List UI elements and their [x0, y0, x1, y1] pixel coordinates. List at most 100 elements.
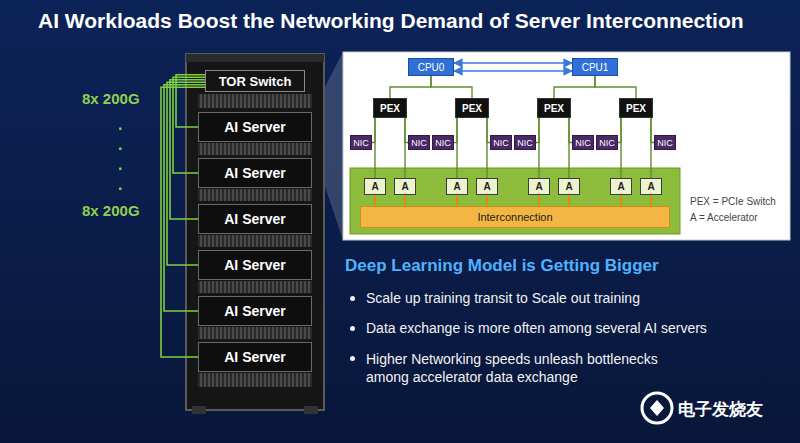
node-text: Interconnection	[477, 211, 552, 223]
connector-line	[404, 118, 405, 178]
connector-line	[390, 76, 431, 98]
connector-line	[374, 195, 376, 206]
server-box: AI Server	[198, 250, 312, 280]
accelerator-box: A	[364, 178, 386, 195]
node-text: PEX	[462, 103, 482, 114]
pcie-switch-box: PEX	[619, 98, 653, 118]
node-text: AI Server	[224, 119, 285, 135]
node-text: NIC	[575, 138, 591, 148]
rack-vents	[198, 373, 312, 387]
connector-line	[620, 195, 622, 206]
title: AI Workloads Boost the Networking Demand…	[38, 9, 744, 33]
bullet-text: Data exchange is more often among severa…	[366, 320, 776, 336]
connector-line	[538, 195, 540, 206]
connector-line	[595, 76, 636, 98]
connector-line	[431, 76, 472, 98]
nic-box: NIC	[572, 135, 594, 150]
rack-vents	[198, 327, 312, 339]
accelerator-box: A	[640, 178, 662, 195]
node-text: AI Server	[224, 303, 285, 319]
node-text: AI Server	[224, 349, 285, 365]
nic-box: NIC	[596, 135, 618, 150]
server-box: AI Server	[198, 342, 312, 372]
connector-line	[486, 118, 487, 178]
node-text: NIC	[435, 138, 451, 148]
switch-box: TOR Switch	[205, 70, 305, 92]
link-speed: 8x 200G	[82, 90, 140, 107]
accelerator-board	[350, 168, 680, 234]
pcie-switch-box: PEX	[373, 98, 407, 118]
bullet-dot	[350, 326, 355, 331]
node-text: PEX	[380, 103, 400, 114]
connector-line	[650, 118, 651, 178]
node-text: A	[453, 181, 460, 192]
legend-note: PEX = PCIe Switch	[690, 196, 776, 207]
pcie-switch-box: PEX	[537, 98, 571, 118]
node-text: AI Server	[224, 257, 285, 273]
connector-line	[486, 195, 488, 206]
node-text: A	[565, 181, 572, 192]
connector-line	[568, 195, 570, 206]
node-text: A	[483, 181, 490, 192]
legend-note: A = Accelerator	[690, 212, 758, 223]
node-text: NIC	[493, 138, 509, 148]
nic-box: NIC	[490, 135, 512, 150]
server-rack	[186, 54, 324, 410]
pcie-switch-box: PEX	[455, 98, 489, 118]
node-text: A	[617, 181, 624, 192]
bullet-text: Scale up training transit to Scale out t…	[366, 290, 776, 306]
nic-box: NIC	[654, 135, 676, 150]
watermark: 电子发烧友	[678, 398, 763, 421]
connector-line	[620, 118, 621, 178]
rack-foot	[304, 406, 318, 414]
rack-vents	[198, 235, 312, 247]
connector-line	[454, 70, 572, 72]
inset-panel	[343, 52, 790, 240]
logo-ring	[642, 393, 672, 423]
rack-vents	[198, 94, 312, 108]
section-heading: Deep Learning Model is Getting Bigger	[345, 256, 659, 276]
connector-line	[568, 118, 569, 178]
link-speed: 8x 200G	[82, 202, 140, 219]
node-text: AI Server	[224, 165, 285, 181]
server-box: AI Server	[198, 158, 312, 188]
nic-box: NIC	[514, 135, 536, 150]
connector-line	[404, 195, 406, 206]
accelerator-box: A	[610, 178, 632, 195]
rack-top	[186, 54, 324, 62]
node-text: PEX	[544, 103, 564, 114]
rack-vents	[198, 189, 312, 201]
connector-line	[170, 80, 205, 219]
connector-line	[650, 195, 652, 206]
node-text: TOR Switch	[219, 74, 292, 89]
connector-line	[554, 76, 595, 98]
rack-foot	[192, 406, 206, 414]
bullet-dot	[350, 296, 355, 301]
node-text: A	[401, 181, 408, 192]
cpu-box: CPU1	[572, 58, 618, 76]
node-text: NIC	[517, 138, 533, 148]
node-text: A	[647, 181, 654, 192]
node-text: NIC	[353, 138, 369, 148]
bullet-text: Higher Networking speeds unleash bottlen…	[366, 350, 696, 386]
ellipsis-dot: .	[118, 136, 122, 154]
cpu-box: CPU0	[408, 58, 454, 76]
connector-line	[456, 118, 457, 178]
rack-vents	[198, 143, 312, 155]
logo-mark	[650, 400, 664, 416]
accelerator-box: A	[558, 178, 580, 195]
ellipsis-dot: .	[118, 156, 122, 174]
connector-line	[374, 118, 375, 178]
server-box: AI Server	[198, 112, 312, 142]
node-text: PEX	[626, 103, 646, 114]
node-text: A	[371, 181, 378, 192]
nic-box: NIC	[408, 135, 430, 150]
connector-line	[454, 62, 572, 64]
node-text: CPU0	[418, 62, 445, 73]
connector-line	[456, 195, 458, 206]
bullet-dot	[350, 356, 355, 361]
server-box: AI Server	[198, 296, 312, 326]
nic-box: NIC	[432, 135, 454, 150]
node-text: CPU1	[582, 62, 609, 73]
rack-vents	[198, 281, 312, 293]
